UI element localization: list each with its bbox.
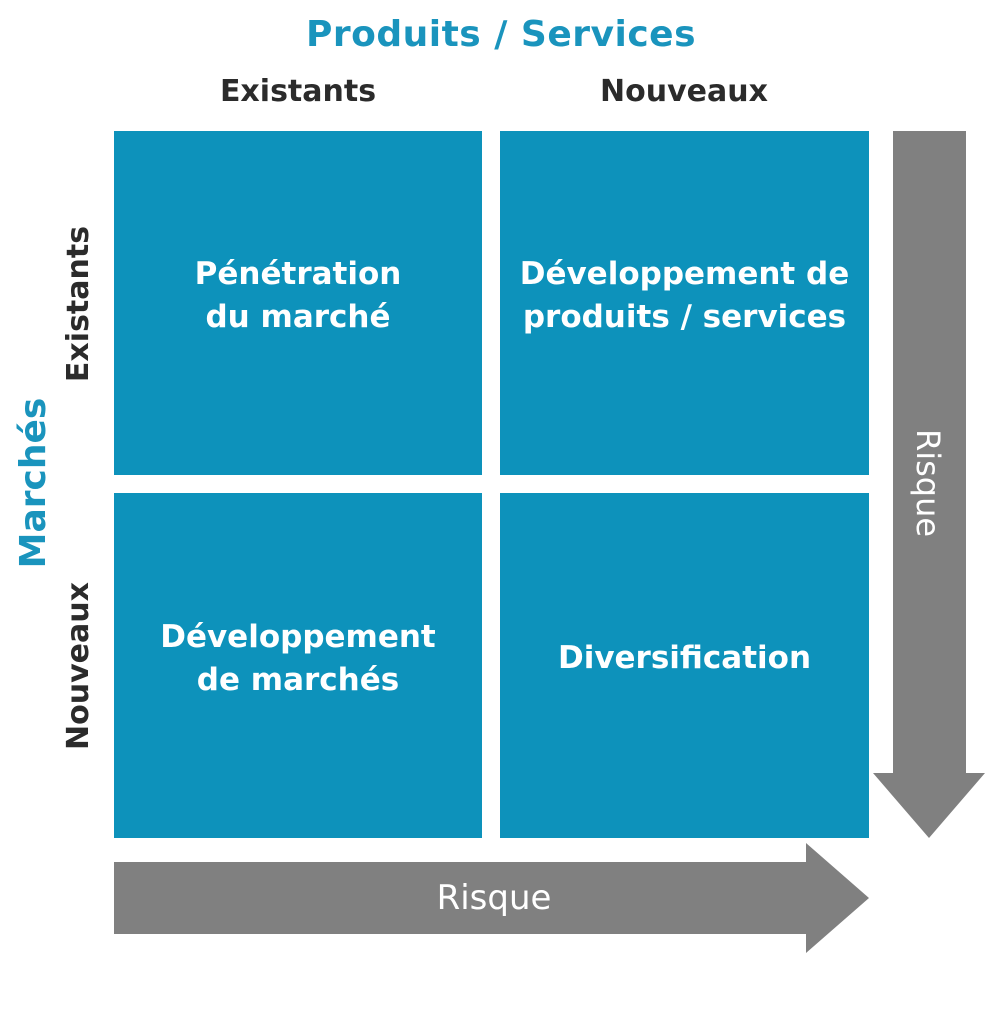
quadrant-label: Diversification (557, 640, 812, 676)
quadrant-label: Développement de marchés (160, 618, 436, 698)
quadrant-label: Pénétration du marché (194, 256, 402, 335)
quadrant-market-development: Développement de marchés (114, 493, 482, 838)
risk-arrow-horizontal (114, 843, 869, 953)
axis-title-products-services: Produits / Services (305, 14, 697, 55)
column-label-existing: Existants (219, 74, 377, 109)
quadrant-product-development: Développement de produits / services (500, 131, 869, 475)
quadrant-label: Développement de produits / services (519, 256, 850, 335)
risk-label-vertical: Risque (909, 428, 947, 538)
column-label-new: Nouveaux (600, 74, 768, 109)
quadrant-market-penetration: Pénétration du marché (114, 131, 482, 475)
risk-label-horizontal: Risque (436, 878, 552, 918)
risk-arrow-vertical (873, 131, 985, 838)
quadrant-diversification: Diversification (500, 493, 869, 838)
